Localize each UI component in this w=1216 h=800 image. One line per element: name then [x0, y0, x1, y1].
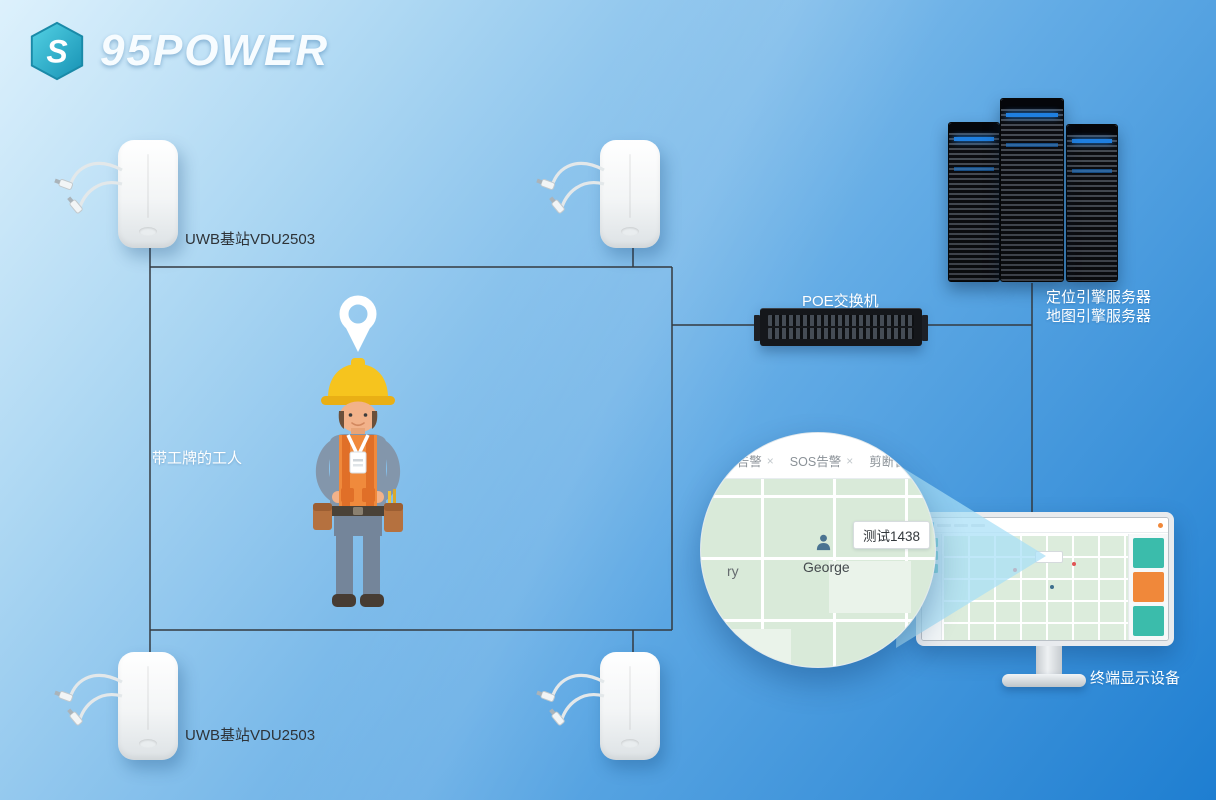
tab-label: SOS告警 [789, 455, 842, 469]
tab-sos-alarm: SOS告警 × [790, 451, 853, 470]
zoom-circle: 围栏告警 × SOS告警 × 剪断告警 ry George 测试1438 [700, 432, 936, 668]
worker-neck [351, 428, 365, 438]
switch-ports-row [768, 328, 914, 339]
monitor-base [1002, 674, 1086, 687]
antenna-cable-icon [536, 161, 605, 214]
close-icon: × [846, 453, 854, 468]
id-badge [349, 451, 367, 474]
server-tower-left [948, 122, 1000, 282]
tab-label: 剪断告警 [869, 455, 920, 469]
label-poe-switch: POE交换机 [802, 293, 879, 310]
close-icon: × [766, 453, 774, 468]
partial-person-name: ry [727, 563, 739, 579]
logo-hexagon-icon: S [30, 21, 84, 81]
label-servers: 定位引擎服务器 地图引擎服务器 [1046, 288, 1151, 326]
server-tower-right [1066, 124, 1118, 282]
location-pin-icon [339, 295, 377, 352]
worker-belt [313, 489, 403, 532]
dashboard-alert-dot [1158, 522, 1163, 528]
monitor-stand [1036, 646, 1062, 676]
server-tower-middle [1000, 98, 1064, 282]
person-name: George [803, 559, 850, 575]
switch-ports-row [768, 315, 914, 326]
brand-name: 95POWER [100, 26, 330, 75]
worker-legs [332, 516, 384, 607]
person-icon [816, 534, 831, 551]
map-cell [829, 561, 911, 613]
stat-card [1133, 538, 1164, 568]
antenna-cable-icon [54, 673, 123, 726]
stat-card [1133, 572, 1164, 602]
tab-cut-alarm: 剪断告警 [869, 451, 924, 470]
worker-helmet-icon [321, 358, 395, 405]
uwb-station-top-left [54, 140, 178, 248]
zoom-map [701, 479, 935, 667]
tab-label: 围栏告警 [711, 455, 762, 469]
uwb-station-bottom-middle [536, 652, 660, 760]
alarm-tabs: 围栏告警 × SOS告警 × 剪断告警 [701, 433, 935, 478]
worker-illustration [278, 290, 438, 630]
uwb-station-bottom-left [54, 652, 178, 760]
map-cell [721, 629, 791, 667]
worker-head [338, 401, 378, 433]
worker-body [315, 434, 401, 508]
map-marker-dot [1049, 584, 1054, 589]
label-map-engine: 地图引擎服务器 [1046, 308, 1152, 325]
label-worker: 带工牌的工人 [152, 450, 243, 467]
tab-divider [701, 478, 935, 479]
logo-letter: S [46, 34, 67, 70]
server-rack [948, 98, 1118, 284]
antenna-cable-icon [54, 161, 123, 214]
dashboard-stat-cards [1128, 534, 1168, 640]
stat-card [1133, 606, 1164, 636]
map-marker-dot [1072, 561, 1077, 566]
brand-logo: S 95POWER [26, 20, 329, 82]
uwb-station-top-middle [536, 140, 660, 248]
tag-label: 测试1438 [853, 521, 931, 549]
antenna-cable-icon [536, 673, 605, 726]
label-positioning-engine: 定位引擎服务器 [1046, 289, 1152, 306]
poe-switch [754, 308, 928, 346]
label-uwb-station-bottom: UWB基站VDU2503 [185, 727, 316, 744]
tab-fence-alarm: 围栏告警 × [712, 451, 774, 470]
label-display-device: 终端显示设备 [1090, 670, 1181, 687]
label-uwb-station-top: UWB基站VDU2503 [185, 231, 316, 248]
